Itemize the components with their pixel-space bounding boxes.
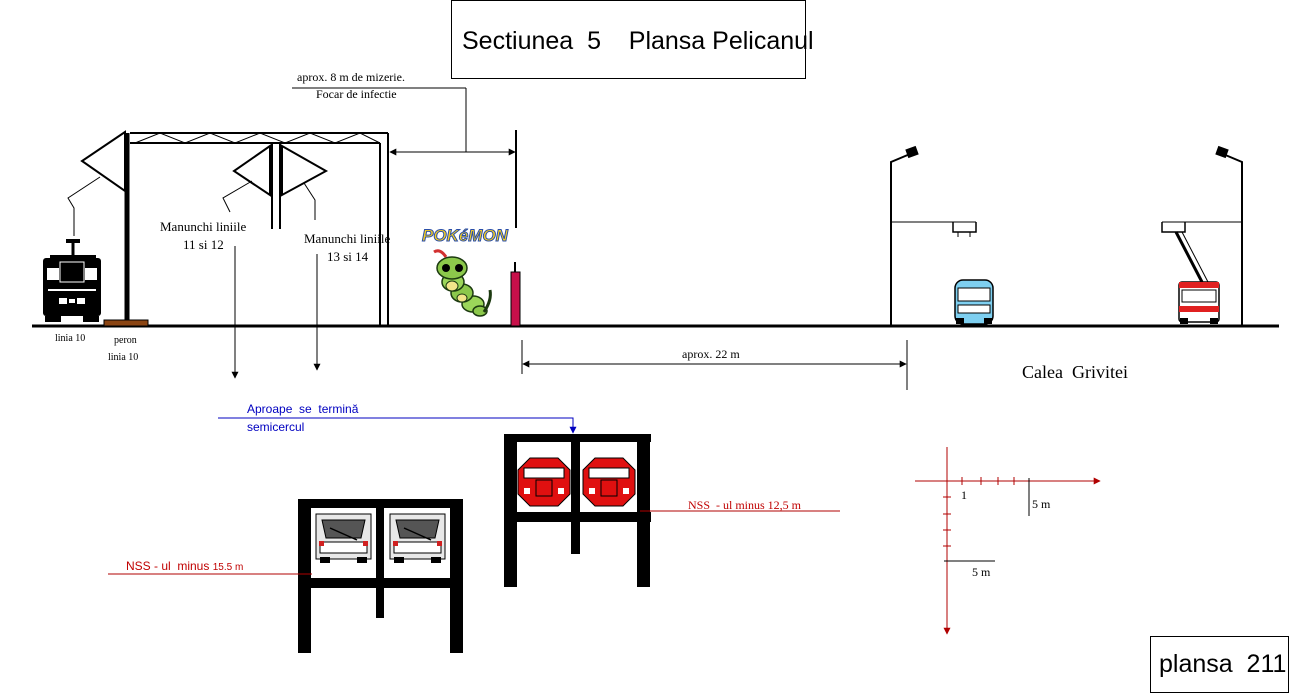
magenta-pole <box>510 271 521 327</box>
scale-x-label: 5 m <box>1032 497 1051 511</box>
dimension-8m <box>292 87 517 228</box>
note-label-2: semicercul <box>247 420 305 434</box>
pokemon-logo: POKéMON <box>422 226 509 246</box>
title: Sectiunea 5 Plansa Pelicanul <box>462 27 814 55</box>
scale-indicator <box>915 447 1101 635</box>
bus-icon <box>954 279 994 325</box>
metro-train-icon <box>582 457 636 507</box>
metro-train-icon <box>315 513 372 563</box>
peron-label-2: linia 10 <box>108 352 139 363</box>
bundle-b-label-2: 13 si 14 <box>327 249 369 264</box>
mizerie-label-2: Focar de infectie <box>316 87 397 101</box>
street-lamp-icon <box>890 145 977 326</box>
bundle-b-label-1: Manunchi liniile <box>304 231 391 246</box>
metro-train-icon <box>517 457 571 507</box>
bundle-a-label-1: Manunchi liniile <box>160 219 247 234</box>
scale-one: 1 <box>961 488 967 502</box>
nss-15-label: NSS - ul minus 15.5 m <box>126 559 243 573</box>
scale-y-label: 5 m <box>972 565 991 579</box>
metro-box-lower <box>298 499 463 653</box>
note-leader <box>218 417 577 434</box>
title-box: Sectiunea 5 Plansa Pelicanul <box>451 0 814 79</box>
sheet-box: plansa 211 <box>1150 636 1289 693</box>
linia10-label: linia 10 <box>55 333 86 344</box>
dimension-22m <box>521 340 908 390</box>
nss-12-label: NSS - ul minus 12,5 m <box>688 498 802 512</box>
note-label-1: Aproape se termină <box>247 402 359 416</box>
street-lamp-icon <box>1161 145 1243 326</box>
metro-box-upper <box>504 434 651 587</box>
platform-linia-10 <box>103 319 149 327</box>
nss-15-value: 15.5 m <box>212 562 244 573</box>
tram-icon <box>43 239 101 322</box>
catenary-gantry <box>67 130 389 326</box>
street-label: Calea Grivitei <box>1022 362 1128 382</box>
caterpie-icon <box>433 249 492 317</box>
metro-train-icon <box>389 513 446 563</box>
distance-22m-label: aprox. 22 m <box>682 347 740 361</box>
trolleybus-icon <box>1174 231 1220 324</box>
bundle-a-label-2: 11 si 12 <box>183 237 224 252</box>
nss-15-prefix: NSS - ul minus <box>126 559 210 573</box>
sheet-number: plansa 211 <box>1159 650 1287 678</box>
mizerie-label-1: aprox. 8 m de mizerie. <box>297 70 405 84</box>
peron-label-1: peron <box>114 335 137 346</box>
